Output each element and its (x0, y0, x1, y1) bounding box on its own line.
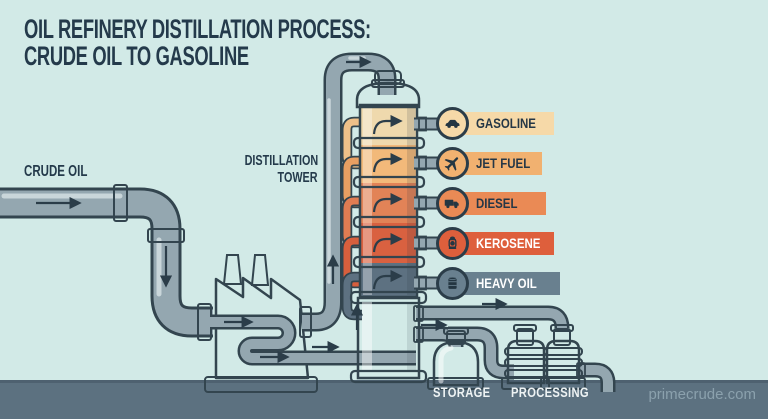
car-icon (436, 107, 469, 140)
tower-top-cap (374, 70, 402, 85)
storage-label: STORAGE (433, 384, 491, 400)
product-label: KEROSENE (476, 235, 541, 251)
truck-icon (436, 187, 469, 220)
pipe-flange (147, 228, 185, 243)
product-chip: DIESEL (460, 192, 546, 215)
riser-pipe (299, 52, 397, 338)
lantern-icon (436, 227, 469, 260)
product-row-jet-fuel: JET FUEL (436, 147, 626, 181)
product-chip: HEAVY OIL (460, 272, 560, 295)
watermark: primecrude.com (648, 386, 756, 403)
tower-tray-band (352, 215, 426, 229)
plane-icon (436, 147, 469, 180)
product-row-heavy-oil: HEAVY OIL (436, 267, 626, 301)
product-label: JET FUEL (476, 155, 531, 171)
distillation-tower-label: DISTILLATION TOWER (244, 152, 318, 186)
pipe-flange (113, 184, 128, 222)
furnace-coil-pipe (210, 314, 416, 366)
pipe-flange (299, 306, 312, 338)
page-title: OIL REFINERY DISTILLATION PROCESS: CRUDE… (24, 16, 371, 70)
product-row-kerosene: KEROSENE (436, 227, 626, 261)
oil-drum-icon (436, 267, 469, 300)
vapor-flow-arrows (372, 114, 403, 290)
tower-base (356, 296, 421, 380)
tower-tray-band (352, 175, 426, 189)
crude-oil-label: CRUDE OIL (24, 163, 88, 180)
crude-oil-pipe (0, 184, 213, 341)
product-label: DIESEL (476, 195, 518, 211)
title-line-1: OIL REFINERY DISTILLATION PROCESS: (24, 14, 371, 44)
product-chip: GASOLINE (460, 112, 554, 135)
tower-tray-band (352, 136, 426, 150)
processing-label: PROCESSING (511, 384, 589, 400)
chimney (250, 254, 270, 286)
distillation-tower (341, 70, 441, 384)
product-chip: JET FUEL (460, 152, 542, 175)
tower-side-loop-pipes (341, 116, 362, 321)
flow-arrows (36, 55, 508, 364)
processing-vessels (501, 324, 586, 390)
title-line-2: CRUDE OIL TO GASOLINE (24, 41, 249, 71)
tower-tray-band (349, 290, 428, 305)
product-row-diesel: DIESEL (436, 187, 626, 221)
product-row-gasoline: GASOLINE (436, 107, 626, 141)
tower-tray-band (352, 255, 426, 269)
product-label: HEAVY OIL (476, 275, 537, 291)
product-label: GASOLINE (476, 115, 536, 131)
chimney (222, 254, 243, 285)
product-chip: KEROSENE (460, 232, 554, 255)
